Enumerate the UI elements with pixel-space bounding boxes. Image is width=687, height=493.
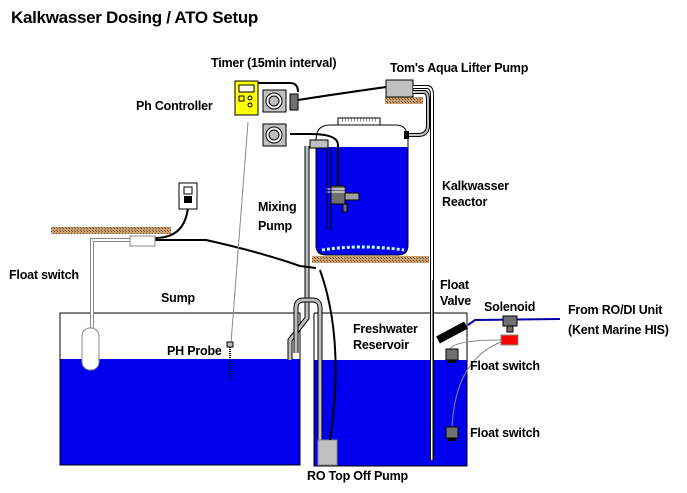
reactor-shelf (312, 256, 429, 263)
outlet-cord (154, 206, 189, 239)
rodi-line (467, 318, 561, 326)
aqua-lifter-shelf (385, 97, 423, 104)
sump-float-switch-label: Float switch (9, 268, 79, 282)
float-switch-wire-lower (451, 341, 502, 429)
ph-controller (234, 80, 259, 116)
freshwater-label-1: Freshwater (353, 322, 418, 336)
ph-controller-label: Ph Controller (136, 99, 213, 113)
float-valve-label-1: Float (440, 278, 469, 292)
rodi-label-1: From RO/DI Unit (568, 303, 663, 317)
diagram-title: Kalkwasser Dosing / ATO Setup (11, 8, 258, 27)
upper-float-switch-label: Float switch (470, 359, 540, 373)
aqua-lifter-pump (385, 79, 414, 98)
kalk-reactor-label-2: Reactor (442, 195, 488, 209)
lower-float-switch-label: Float switch (470, 426, 540, 440)
float-switch-cord (155, 239, 317, 269)
upper-float-switch (445, 348, 459, 363)
ph-probe (226, 341, 234, 380)
ro-pump-pipe (293, 297, 323, 440)
sump-tank (59, 312, 301, 466)
sump-float-switch (81, 235, 156, 371)
freshwater-label-2: Reservoir (353, 338, 409, 352)
sump-label: Sump (161, 291, 195, 305)
float-switch-wire-upper (449, 339, 502, 350)
ro-top-off-pump (317, 439, 338, 466)
timer-power-cord (297, 86, 387, 101)
float-valve (436, 321, 468, 344)
ph-probe-label: PH Probe (167, 344, 222, 358)
left-shelf (51, 227, 171, 234)
timer-label: Timer (15min interval) (211, 56, 337, 70)
freshwater-reservoir-tank (313, 312, 468, 467)
wall-outlet (178, 182, 198, 210)
mixing-pump-label-1: Mixing (258, 200, 297, 214)
lower-float-switch (445, 426, 459, 441)
mixing-pump-label-2: Pump (258, 219, 292, 233)
controller-cord (255, 82, 299, 93)
mixing-pump-cord (290, 133, 339, 186)
solenoid-valve (500, 315, 519, 346)
ro-pump-label: RO Top Off Pump (307, 469, 408, 483)
ph-probe-wire (230, 121, 249, 344)
timer-unit (262, 89, 299, 147)
rodi-label-2: (Kent Marine HIS) (568, 323, 669, 337)
ro-pump-cord (319, 269, 337, 441)
kalk-reactor-label-1: Kalkwasser (442, 179, 509, 193)
float-valve-label-2: Valve (440, 294, 471, 308)
solenoid-label: Solenoid (484, 300, 536, 314)
aqua-lifter-label: Tom's Aqua Lifter Pump (390, 61, 529, 75)
aqua-lifter-tubing (404, 85, 434, 460)
kalkwasser-reactor (315, 117, 409, 256)
